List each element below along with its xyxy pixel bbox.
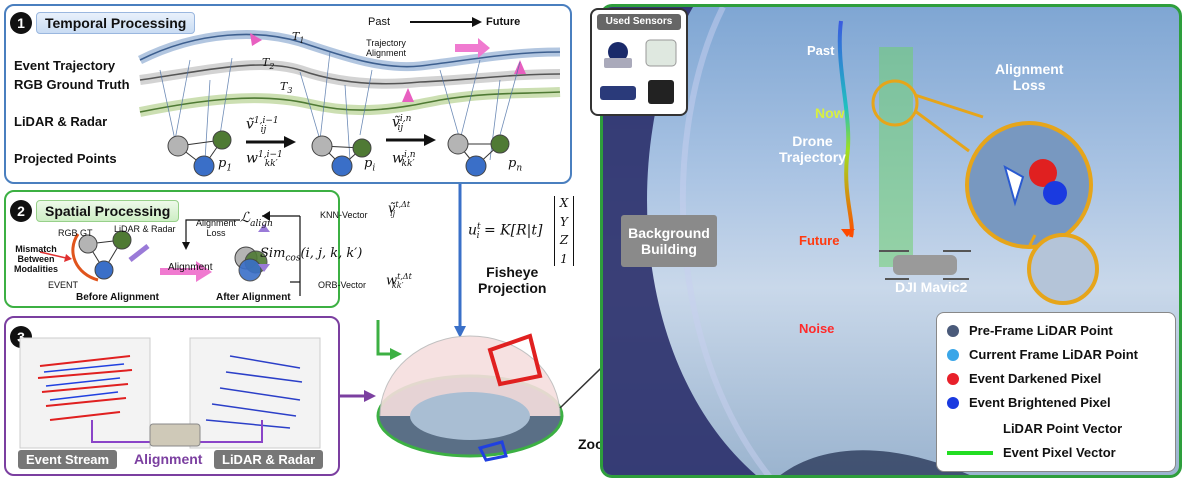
t3-label: T3 [280, 80, 293, 96]
event-vector-line [947, 450, 993, 455]
lidar-line [139, 91, 561, 113]
projection-formula: uti = K[R|t] [468, 222, 543, 242]
alignment-arrow [160, 261, 212, 282]
spatial-arrow [376, 320, 392, 356]
darkened-dot [947, 372, 959, 385]
lidar-icon [608, 42, 628, 62]
alignment-tag: Alignment [134, 451, 203, 467]
row-label-projected-points: Projected Points [14, 151, 117, 166]
point-nodes [167, 130, 510, 177]
background-building-label: Background Building [621, 215, 717, 267]
sensor-rig [149, 423, 201, 447]
before-alignment-label: Before Alignment [76, 292, 159, 303]
sensor-icons [600, 39, 677, 104]
zoom-circle-small [871, 79, 919, 127]
fisheye-dome [379, 335, 561, 417]
alignment-loss-photo-label: Alignment Loss [995, 61, 1064, 93]
trajectory-alignment-arrow [455, 38, 490, 58]
zoom-circle-large [965, 121, 1093, 249]
past-label: Past [368, 16, 391, 28]
legend-item-pre-frame: Pre-Frame LiDAR Point [947, 323, 1113, 338]
legend: Pre-Frame LiDAR Point Current Frame LiDA… [936, 312, 1176, 472]
radar-icon [645, 39, 677, 67]
legend-item-darkened: Event Darkened Pixel [947, 371, 1101, 386]
future-photo-label: Future [799, 233, 840, 248]
mismatch-curve [71, 233, 99, 282]
lidar-radar-points [205, 355, 303, 429]
point-cloud-plots [19, 337, 321, 449]
rgb-gt-label: RGB GT [58, 228, 93, 238]
pn-label: pn [508, 156, 523, 174]
future-label: Future [486, 16, 521, 28]
pi-label: pi [364, 156, 376, 174]
lidar-radar-label: LiDAR & Radar [114, 224, 176, 234]
temporal-processing-title: Temporal Processing [36, 12, 196, 34]
panel-2-number: 2 [10, 200, 32, 222]
drone-body [893, 255, 957, 275]
drone-trajectory-label: Drone Trajectory [779, 133, 846, 165]
projection-lines [159, 51, 521, 161]
after-alignment-label: After Alignment [216, 292, 291, 303]
mismatch-label: Mismatch Between Modalities [14, 244, 59, 274]
lidar-vector-line [947, 426, 993, 431]
panel-1-number: 1 [10, 12, 32, 34]
event-stream-points [37, 355, 133, 421]
spatial-processing-title: Spatial Processing [36, 200, 180, 222]
rgb-ground-truth-line [139, 64, 561, 85]
v-t-label: ṽt,Δtij [388, 200, 411, 218]
projection-diagram [340, 184, 610, 462]
drone-name-label: DJI Mavic2 [895, 279, 968, 295]
building-bottom [780, 450, 970, 475]
row-label-lidar-radar: LiDAR & Radar [14, 114, 108, 129]
now-label: Now [815, 105, 845, 121]
legend-item-lidar-vector: LiDAR Point Vector [947, 421, 1122, 436]
trajectory-alignment-label: Trajectory Alignment [366, 38, 407, 58]
w-weight-label-1: w1,i−1kk′ [246, 150, 283, 170]
w-t-label: wt,Δtkk′ [386, 272, 412, 290]
legend-item-current-frame: Current Frame LiDAR Point [947, 347, 1138, 362]
l-align-label: ℒalign [240, 210, 273, 229]
photo-overlay [603, 7, 1099, 475]
v-vector-label-2: ṽi,nij [392, 114, 412, 134]
legend-item-brightened: Event Brightened Pixel [947, 395, 1111, 410]
rgb-camera-icon [648, 80, 674, 104]
v-vector-label-1: ṽ1,i−1ij [246, 116, 279, 136]
drone-trajectory-path [837, 20, 854, 238]
event-camera-icon [600, 86, 636, 100]
row-label-rgb-ground-truth: RGB Ground Truth [14, 77, 130, 92]
legend-item-event-vector: Event Pixel Vector [947, 445, 1116, 460]
event-stream-tag: Event Stream [18, 450, 118, 469]
time-arrow-head [472, 17, 482, 27]
p1-label: p1 [218, 156, 233, 174]
used-sensors-box: Used Sensors [590, 8, 688, 116]
t1-label: T1 [292, 30, 305, 46]
row-label-event-trajectory: Event Trajectory [14, 58, 116, 73]
event-trajectory-line [139, 33, 561, 68]
used-sensors-title: Used Sensors [597, 14, 681, 30]
pink-arrow-1 [250, 33, 262, 46]
building-left [603, 7, 757, 475]
alignment-label: Alignment [168, 262, 213, 273]
drone-zoom-circle [1027, 233, 1099, 305]
spatial-diagram [39, 211, 301, 296]
temporal-diagram [137, 17, 561, 177]
past-photo-label: Past [807, 43, 835, 58]
pink-arrow-2 [402, 88, 414, 102]
alignment-loss-label: Alignment Loss [196, 218, 237, 238]
orb-vector-label: ORB-Vector [318, 280, 367, 290]
t2-label: T2 [262, 56, 275, 72]
noise-label: Noise [799, 321, 835, 336]
sim-cos-formula: Simcos(i, j, k, k′) [260, 246, 363, 264]
purple-double-arrow [128, 244, 150, 262]
w-weight-label-2: wi,nkk′ [392, 150, 416, 170]
pink-arrow-3 [514, 60, 526, 74]
knn-vector-label: KNN-Vector [320, 210, 368, 220]
lidar-radar-tag: LiDAR & Radar [214, 450, 324, 469]
pre-frame-dot [947, 324, 959, 337]
fisheye-projection-label: Fisheye Projection [478, 264, 547, 296]
current-frame-dot [947, 348, 959, 361]
event-label: EVENT [48, 280, 79, 290]
brightened-dot [947, 396, 959, 409]
